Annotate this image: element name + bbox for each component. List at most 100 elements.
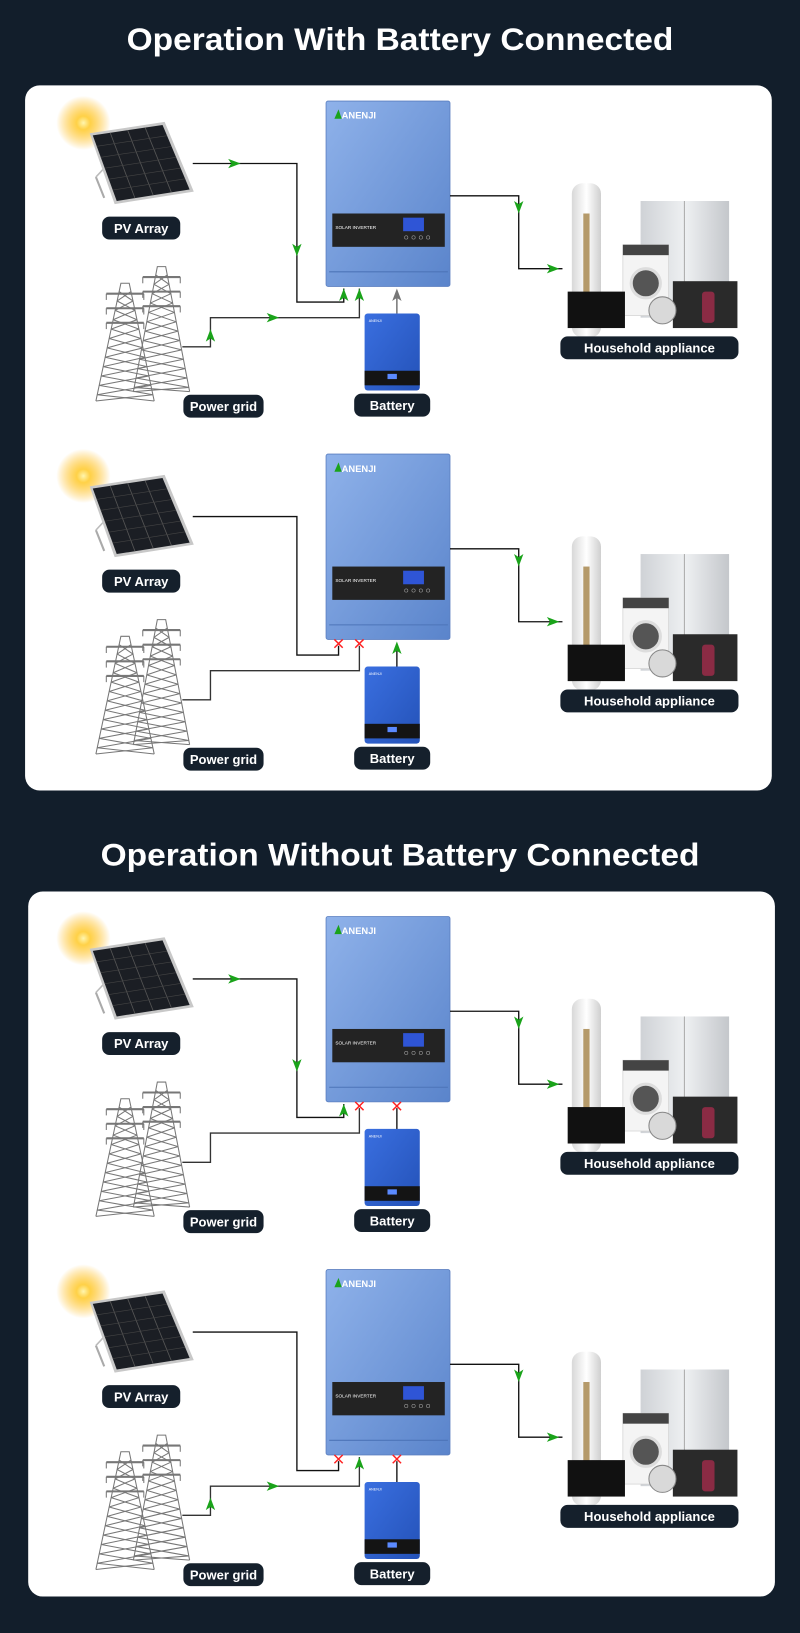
blender — [702, 1460, 715, 1492]
grid-wire — [182, 645, 361, 701]
pv-array-label-bg — [102, 216, 181, 240]
appliances-icon — [567, 183, 738, 338]
arrow-icon — [292, 1059, 302, 1072]
power-grid-label-text: Power grid — [190, 1567, 257, 1582]
pv-array-label-text: PV Array — [114, 1389, 169, 1404]
battery-icon: ANENJI — [364, 1481, 420, 1560]
appliances-icon — [567, 1351, 738, 1506]
blocked-x-icon — [333, 638, 344, 649]
household-appliance-label-bg — [560, 689, 739, 713]
solar-panel-icon — [89, 474, 194, 558]
power-grid-label-bg — [183, 1563, 264, 1587]
household-appliance-label-text: Household appliance — [584, 1509, 715, 1524]
transmission-tower-icon — [95, 635, 155, 755]
inverter-display-panel — [332, 213, 445, 247]
transmission-tower-icon — [132, 1081, 191, 1208]
pv-array-label-text: PV Array — [114, 1036, 169, 1051]
inverter-button — [411, 1050, 416, 1055]
section-title-without-battery: Operation Without Battery Connected — [101, 837, 700, 872]
inverter-display-panel — [332, 566, 445, 600]
blender — [702, 644, 715, 676]
arrow-icon — [392, 641, 402, 655]
pv-array-label-text: PV Array — [114, 221, 169, 236]
blender — [702, 291, 715, 323]
transmission-tower-icon — [95, 282, 155, 402]
power-grid-label: Power grid — [183, 1210, 264, 1234]
solar-panel-icon — [89, 937, 194, 1020]
battery-label: Battery — [354, 1562, 431, 1586]
inverter-model-text: SOLAR INVERTER — [335, 1394, 376, 1399]
tv — [567, 291, 625, 329]
pressure-cooker — [648, 649, 677, 678]
arrow-icon — [354, 288, 365, 301]
lcd-screen — [403, 1386, 424, 1400]
lcd-screen — [403, 217, 424, 232]
inverter-button — [418, 1404, 423, 1408]
output-wire — [449, 1010, 563, 1085]
brand-logo: ANENJI — [342, 111, 376, 121]
power-grid-label-bg — [183, 747, 264, 771]
blocked-x-icon — [354, 638, 365, 649]
arrow-icon — [228, 158, 241, 169]
brand-logo: ANENJI — [342, 464, 376, 474]
arrow-icon — [266, 312, 280, 323]
power-grid-label-text: Power grid — [190, 752, 257, 767]
pv-array-label-text: PV Array — [114, 574, 169, 589]
power-grid-label-bg — [183, 394, 264, 418]
inverter-button — [411, 588, 416, 593]
arrow-icon — [546, 1079, 560, 1089]
pv-array-label: PV Array — [102, 216, 181, 240]
arrow-icon — [205, 329, 216, 342]
blocked-x-icon — [333, 1454, 344, 1464]
transmission-tower-icon — [95, 1451, 155, 1570]
arrow-icon — [205, 1497, 216, 1511]
pv-array-label-bg — [102, 1032, 181, 1055]
household-appliance-label: Household appliance — [560, 689, 739, 713]
battery-label-text: Battery — [370, 398, 416, 413]
grid-wire — [182, 1108, 361, 1163]
brand-logo-mark — [334, 109, 342, 119]
power-grid-label-text: Power grid — [190, 399, 257, 414]
inverter-button — [418, 235, 423, 240]
battery-brand: ANENJI — [369, 319, 382, 323]
arrow-icon — [514, 201, 524, 214]
inverter-button — [404, 1404, 409, 1408]
inverter-display-panel — [332, 1382, 445, 1416]
lcd-screen — [403, 570, 424, 585]
solar-panel-icon — [89, 1290, 194, 1373]
power-grid-label: Power grid — [183, 1563, 264, 1587]
arrow-icon — [546, 264, 560, 274]
inverter-button — [404, 588, 409, 593]
solar-panel-icon — [89, 121, 194, 205]
pv-wire — [192, 515, 340, 656]
inverter-button — [418, 1050, 423, 1055]
battery-icon: ANENJI — [364, 666, 420, 744]
arrow-icon — [546, 617, 560, 627]
arrow-icon — [546, 1432, 560, 1442]
pv-array-label-bg — [102, 1385, 181, 1409]
household-appliance-label: Household appliance — [560, 336, 739, 360]
arrow-icon — [339, 288, 349, 301]
household-appliance-label-text: Household appliance — [584, 1156, 715, 1171]
pv-array-label: PV Array — [102, 569, 181, 593]
inverter-model-text: SOLAR INVERTER — [335, 1041, 376, 1046]
battery-label: Battery — [354, 746, 431, 770]
grid-wire — [182, 1456, 361, 1516]
inverter-button — [426, 235, 431, 240]
battery-icon: ANENJI — [364, 1128, 420, 1207]
power-grid-label: Power grid — [183, 747, 264, 771]
battery-label-bg — [354, 746, 431, 770]
battery-brand: ANENJI — [369, 672, 382, 676]
pv-array-label-bg — [102, 569, 181, 593]
battery-brand: ANENJI — [369, 1134, 382, 1138]
